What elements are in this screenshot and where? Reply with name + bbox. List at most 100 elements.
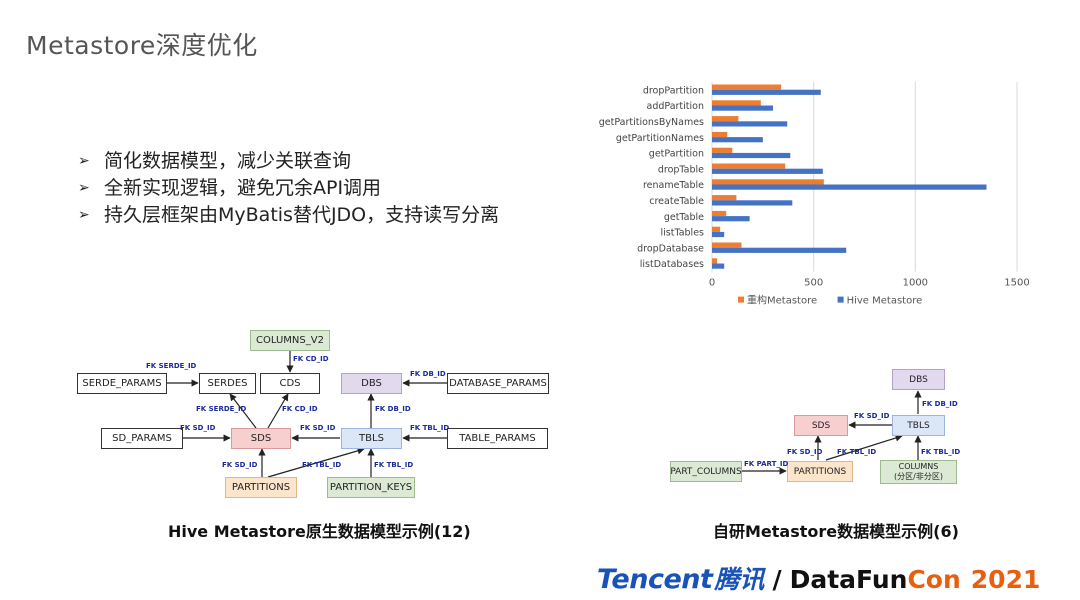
y-category-label: dropDatabase xyxy=(637,243,704,254)
fk-label: FK SD_ID xyxy=(180,424,216,432)
partitions-table: PARTITIONS xyxy=(787,461,853,482)
cds-table: CDS xyxy=(260,373,320,394)
tbls-table: TBLS xyxy=(341,428,402,449)
bar xyxy=(712,147,733,153)
sds-table: SDS xyxy=(231,428,291,449)
bullet-item: ➢ 全新实现逻辑，避免冗余API调用 xyxy=(78,175,499,202)
event-logo: Tencent 腾讯 / DataFun Con 2021 xyxy=(597,560,1040,596)
legend-label: 重构Metastore xyxy=(747,294,817,307)
fk-label: FK TBL_ID xyxy=(921,448,961,456)
bar xyxy=(712,200,793,206)
x-tick-label: 1000 xyxy=(903,278,928,289)
sds-table: SDS xyxy=(794,415,848,436)
bar xyxy=(712,89,821,95)
bar xyxy=(712,216,750,222)
tencent-logo-text: Tencent xyxy=(597,564,713,595)
arrow-bullet-icon: ➢ xyxy=(78,153,90,169)
x-tick-label: 1500 xyxy=(1004,278,1029,289)
columns-table: COLUMNS (分区/非分区) xyxy=(880,460,957,484)
right-diagram-caption: 自研Metastore数据模型示例(6) xyxy=(713,522,959,541)
bar xyxy=(712,137,763,143)
fk-label: FK SERDE_ID xyxy=(146,362,197,370)
hive-metastore-diagram: COLUMNS_V2 SERDE_PARAMS SERDES CDS DBS D… xyxy=(77,330,549,541)
serdes-table: SERDES xyxy=(199,373,256,394)
left-diagram-caption: Hive Metastore原生数据模型示例(12) xyxy=(168,522,471,541)
dbs-table: DBS xyxy=(892,369,945,390)
y-category-label: dropTable xyxy=(658,164,704,175)
y-category-label: listDatabases xyxy=(640,259,704,270)
bar xyxy=(712,131,728,138)
legend-swatch xyxy=(837,296,844,303)
tbls-table: TBLS xyxy=(892,415,945,436)
fk-label: FK TBL_ID xyxy=(410,424,450,432)
bar xyxy=(712,226,721,232)
bullet-text: 持久层框架由MyBatis替代JDO，支持读写分离 xyxy=(104,204,500,226)
bullet-text: 全新实现逻辑，避免冗余API调用 xyxy=(104,177,382,199)
x-tick-label: 0 xyxy=(709,278,715,289)
bar xyxy=(712,242,742,248)
bar xyxy=(712,116,739,122)
dbs-table: DBS xyxy=(341,373,402,394)
fk-label: FK PART_ID xyxy=(744,460,789,468)
table-params-table: TABLE_PARAMS xyxy=(447,428,548,449)
y-category-label: getPartition xyxy=(649,149,704,160)
tencent-logo-cn: 腾讯 xyxy=(714,565,765,594)
y-category-label: addPartition xyxy=(647,101,704,112)
fk-label: FK SD_ID xyxy=(787,448,823,456)
bar xyxy=(712,179,824,185)
left-diagram-arrows xyxy=(167,351,447,478)
fk-label: FK CD_ID xyxy=(293,355,329,363)
part-columns-table: PART_COLUMNS xyxy=(670,461,742,482)
bar xyxy=(712,258,718,264)
datafun-text: DataFun xyxy=(789,565,908,594)
partition-keys-table: PARTITION_KEYS xyxy=(327,477,415,498)
logo-slash: / xyxy=(772,565,782,594)
bar-chart: 0 500 1000 1500 dropPartition addPartition get… xyxy=(599,82,1030,307)
fk-label: FK DB_ID xyxy=(375,405,411,413)
bullet-item: ➢ 持久层框架由MyBatis替代JDO，支持读写分离 xyxy=(78,202,499,229)
x-tick-label: 500 xyxy=(804,278,823,289)
fk-label: FK TBL_ID xyxy=(837,448,877,456)
bar xyxy=(712,152,791,159)
fk-label: FK SD_ID xyxy=(854,412,890,420)
fk-label: FK SD_ID xyxy=(300,424,336,432)
fk-label: FK DB_ID xyxy=(922,400,958,408)
y-category-label: getPartitionsByNames xyxy=(599,117,704,128)
arrow-bullet-icon: ➢ xyxy=(78,180,90,196)
y-category-label: dropPartition xyxy=(643,85,704,96)
sd-params-table: SD_PARAMS xyxy=(101,428,183,449)
y-category-label: listTables xyxy=(661,228,705,239)
legend-swatch xyxy=(738,296,744,303)
bullet-text: 简化数据模型，减少关联查询 xyxy=(104,150,352,172)
database-params-table: DATABASE_PARAMS xyxy=(447,373,549,394)
year-text: 2021 xyxy=(970,565,1041,594)
bar xyxy=(712,105,773,111)
bullet-item: ➢ 简化数据模型，减少关联查询 xyxy=(78,148,499,175)
bar xyxy=(712,121,788,127)
columns-table-label: COLUMNS xyxy=(898,462,939,471)
bar xyxy=(712,210,727,217)
bar xyxy=(712,231,725,238)
y-category-label: createTable xyxy=(649,196,704,207)
bullet-list: ➢ 简化数据模型，减少关联查询 ➢ 全新实现逻辑，避免冗余API调用 ➢ 持久层框架由… xyxy=(78,148,499,229)
bar xyxy=(712,263,725,269)
fk-label: FK TBL_ID xyxy=(302,461,342,469)
y-category-label: getPartitionNames xyxy=(616,133,704,144)
slide-title: Metastore深度优化 xyxy=(26,31,258,60)
bar xyxy=(712,184,987,190)
columns-v2-table: COLUMNS_V2 xyxy=(250,330,330,351)
fk-label: FK DB_ID xyxy=(410,370,446,378)
bar xyxy=(712,163,786,169)
columns-table-sublabel: (分区/非分区) xyxy=(894,472,943,481)
fk-label: FK TBL_ID xyxy=(374,461,414,469)
legend-label: Hive Metastore xyxy=(847,296,923,307)
bar xyxy=(712,195,737,201)
arrow-bullet-icon: ➢ xyxy=(78,207,90,223)
fk-label: FK SERDE_ID xyxy=(196,405,247,413)
y-category-label: renameTable xyxy=(643,180,704,191)
fk-label: FK SD_ID xyxy=(222,461,258,469)
y-category-label: getTable xyxy=(664,212,704,223)
serde-params-table: SERDE_PARAMS xyxy=(77,373,167,394)
